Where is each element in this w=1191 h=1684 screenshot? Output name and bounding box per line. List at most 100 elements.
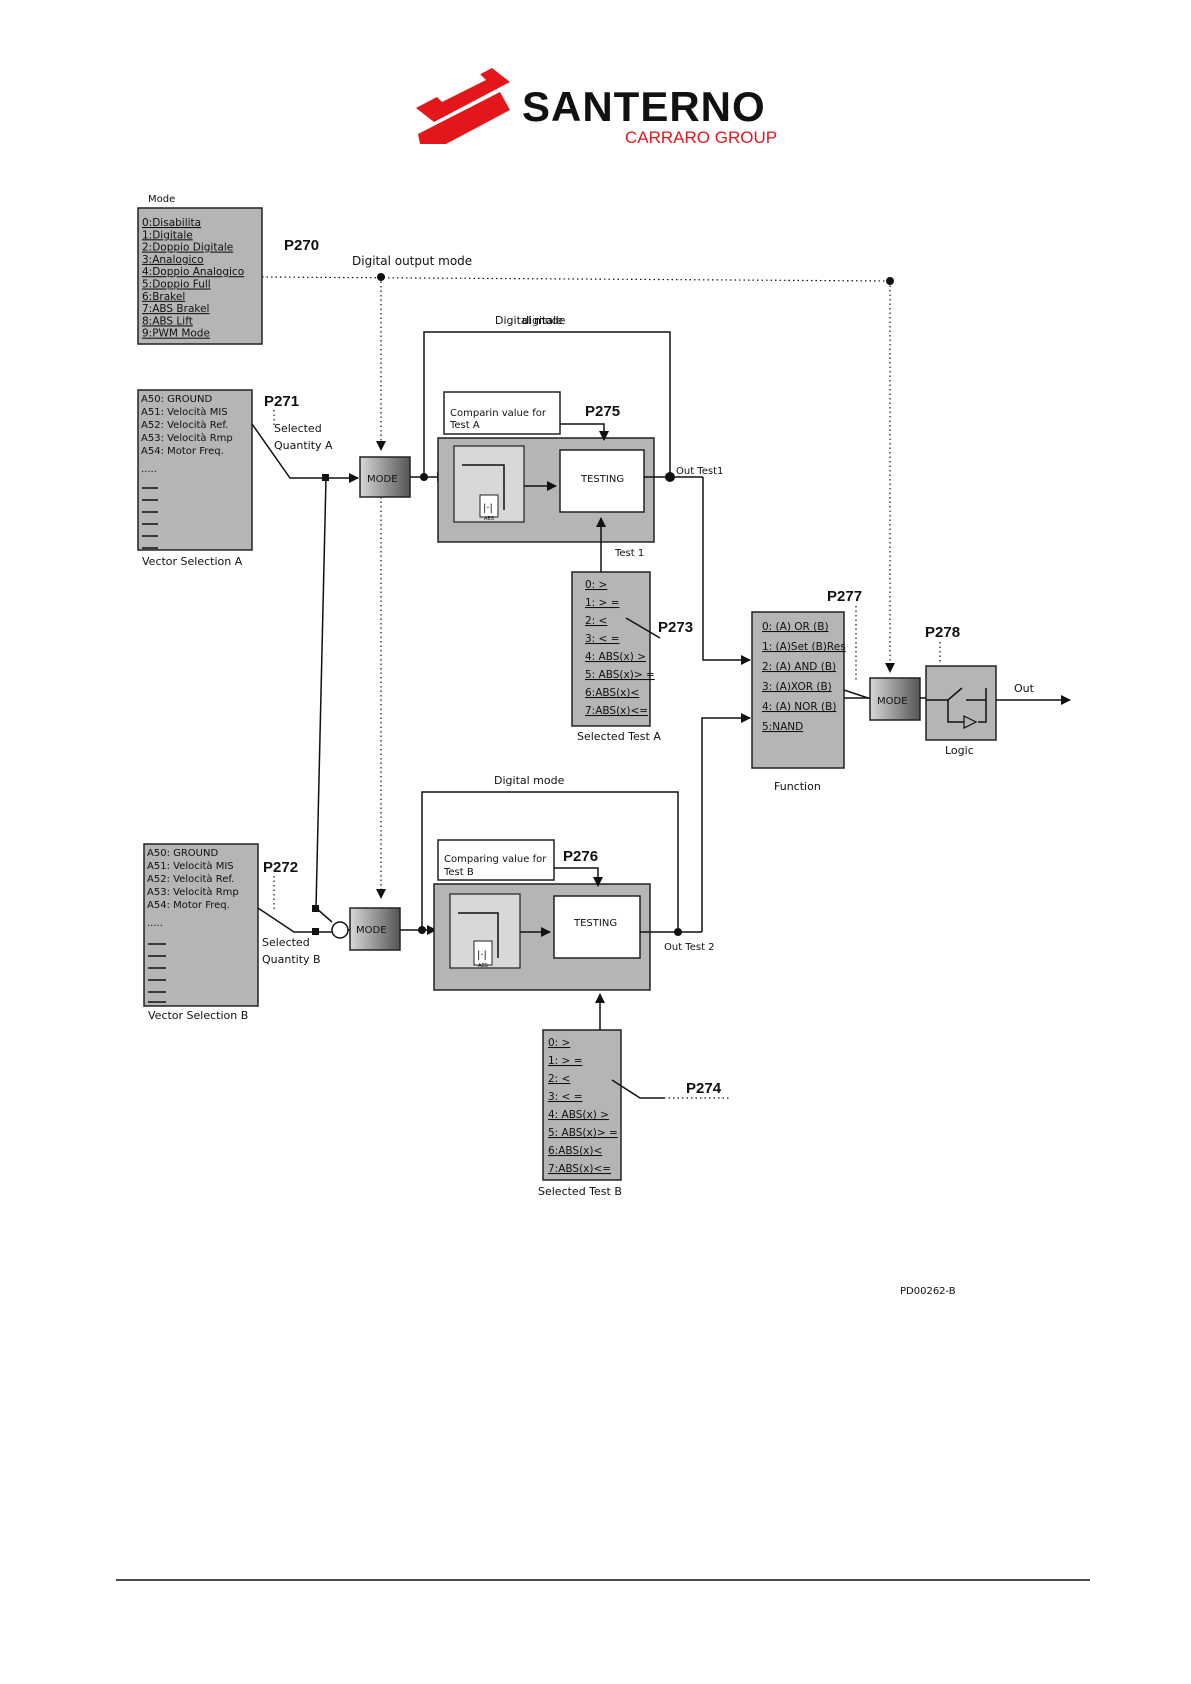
logic-label: Logic <box>945 744 974 757</box>
test-b-item-5: 5: ABS(x)> = <box>548 1127 618 1139</box>
digital-mode-overlay-label: digitale <box>522 314 563 327</box>
compare-a-l1: Comparin value for <box>450 408 547 419</box>
selected-quantity-a-l1: Selected <box>274 422 322 435</box>
test-a-item-2: 2: < <box>585 615 607 627</box>
p275-arrow <box>560 423 609 441</box>
mode-dotted-line <box>261 276 891 282</box>
vector-b-item-3: A53: Velocità Rmp <box>147 886 239 898</box>
vector-a-selector <box>251 423 326 479</box>
p274-leader <box>611 1079 664 1099</box>
test-b-item-0: 0: > <box>548 1037 570 1049</box>
abs-icon <box>473 940 493 966</box>
logo-mark-icon <box>416 68 510 144</box>
function-item-4: 4: (A) NOR (B) <box>762 701 836 713</box>
logic-diode-wire <box>947 700 987 723</box>
function-item-0: 0: (A) OR (B) <box>762 621 829 633</box>
mode-a-label: MODE <box>367 474 398 485</box>
test-a-item-1: 1: > = <box>585 597 620 609</box>
testing-box-b <box>553 895 641 959</box>
param-p277: P277 <box>827 588 862 605</box>
mode-item-7: 7:ABS Brakel <box>142 303 209 315</box>
selected-test-a-label: Selected Test A <box>577 730 661 743</box>
compare-a-box <box>443 391 561 435</box>
p273-leader <box>625 617 661 639</box>
mode-item-5: 5:Doppio Full <box>142 279 211 291</box>
testing-b-label: TESTING <box>573 918 617 929</box>
selected-quantity-b-l1: Selected <box>262 936 310 949</box>
test-b-selector-box <box>542 1029 622 1181</box>
param-p278: P278 <box>925 624 960 641</box>
function-label: Function <box>774 780 821 793</box>
santerno-logo: SANTERNO CARRARO GROUP <box>416 68 777 147</box>
diode-icon <box>963 715 978 729</box>
out2-to-function <box>701 713 751 932</box>
vector-a-item-2: A52: Velocità Ref. <box>141 419 228 431</box>
vector-selection-b-label: Vector Selection B <box>148 1009 248 1022</box>
param-p270: P270 <box>284 237 319 254</box>
qa-to-qb-wire <box>315 477 327 909</box>
test-b-item-4: 4: ABS(x) > <box>548 1109 609 1121</box>
param-p271: P271 <box>264 393 299 410</box>
mode-item-1: 1:Digitale <box>142 229 193 241</box>
vector-b-item-4: A54: Motor Freq. <box>147 900 230 911</box>
vector-a-item-3: A53: Velocità Rmp <box>141 432 233 444</box>
mode-caption: Mode <box>148 194 175 205</box>
param-p274: P274 <box>686 1080 722 1097</box>
digital-mode-bottom-label: Digital mode <box>494 774 565 787</box>
test-a-selector-box <box>571 571 651 727</box>
test-b-item-1: 1: > = <box>548 1055 583 1067</box>
mode-item-2: 2:Doppio Digitale <box>142 242 233 254</box>
mode-item-4: 4:Doppio Analogico <box>142 266 244 278</box>
junction-square <box>312 928 319 935</box>
junction-square <box>312 905 319 912</box>
vector-b-item-2: A52: Velocità Ref. <box>147 873 234 885</box>
abs-curve-a <box>462 464 505 510</box>
abs-icon-glyph: |·| <box>477 950 487 961</box>
vector-b-box <box>143 843 259 1007</box>
digital-mode-top-label: Digital mode <box>495 314 566 327</box>
test-a-item-7: 7:ABS(x)<= <box>585 705 648 717</box>
mode-block-b <box>349 907 401 951</box>
test-b-item-2: 2: < <box>548 1073 570 1085</box>
test-a-item-6: 6:ABS(x)< <box>585 687 639 699</box>
compare-b-l1: Comparing value for <box>444 854 547 865</box>
mode-out-label: MODE <box>877 696 908 707</box>
out-test1-label: Out Test1 <box>676 466 723 477</box>
digital-output-mode-label: Digital output mode <box>352 254 472 268</box>
function-item-2: 2: (A) AND (B) <box>762 661 836 673</box>
out-test2-label: Out Test 2 <box>664 942 715 953</box>
test-b-item-3: 3: < = <box>548 1091 583 1103</box>
mode-block-out <box>869 677 921 721</box>
logic-box <box>925 665 997 741</box>
digital-mode-bypass-b <box>421 791 679 932</box>
test-b-item-6: 6:ABS(x)< <box>548 1145 602 1157</box>
abs-small-label-b: ABS <box>478 963 488 969</box>
compare-b-box <box>437 839 555 881</box>
compare-b-l2: Test B <box>443 867 474 878</box>
out-label: Out <box>1014 682 1035 695</box>
junction-square <box>322 474 329 481</box>
mode-item-6: 6:Brakel <box>142 291 185 303</box>
test1-label: Test 1 <box>614 548 644 559</box>
testing-box-a <box>559 449 645 513</box>
param-p276: P276 <box>563 848 598 865</box>
mode-b-label: MODE <box>356 925 387 936</box>
test-a-item-5: 5: ABS(x)> = <box>585 669 655 681</box>
param-p275: P275 <box>585 403 620 420</box>
testing-a-label: TESTING <box>580 474 624 485</box>
abs-curve-b <box>458 912 499 958</box>
digital-mode-bypass-a <box>423 331 671 477</box>
mode-item-8: 8:ABS Lift <box>142 315 193 327</box>
vector-a-item-1: A51: Velocità MIS <box>141 406 228 418</box>
function-to-mode <box>843 689 870 699</box>
logo-name: SANTERNO <box>522 83 766 130</box>
vector-b-item-1: A51: Velocità MIS <box>147 860 234 872</box>
p276-arrow <box>554 867 603 887</box>
test-a-item-3: 3: < = <box>585 633 620 645</box>
test-b-list: 0: > 1: > = 2: < 3: < = 4: ABS(x) > 5: ABS(x)… <box>548 1037 618 1175</box>
vector-a-item-0: A50: GROUND <box>141 394 212 405</box>
test-a-item-4: 4: ABS(x) > <box>585 651 646 663</box>
